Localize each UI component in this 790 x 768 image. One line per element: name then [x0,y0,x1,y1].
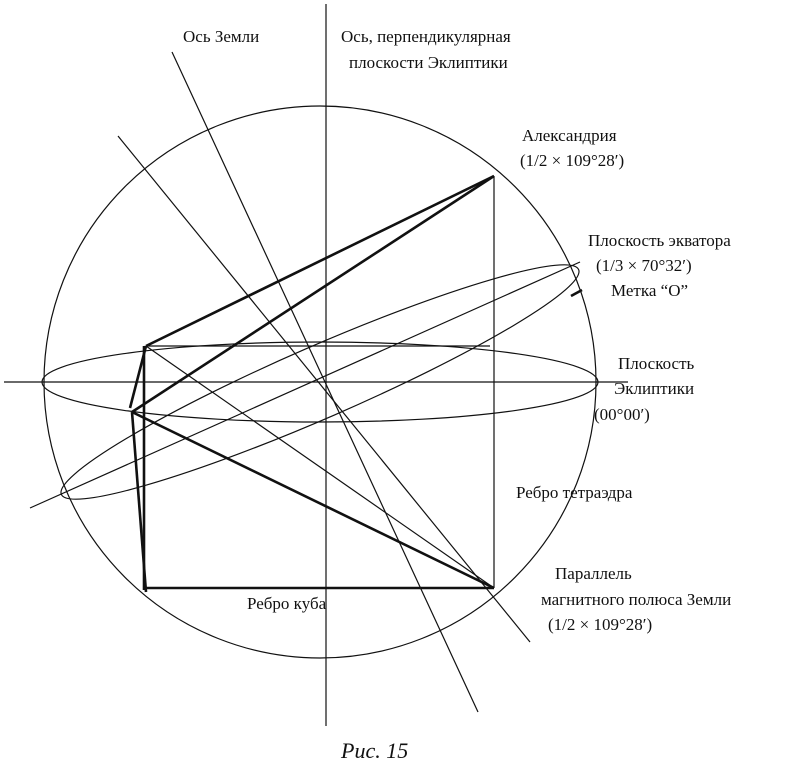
edge-left-short [130,411,148,593]
inner-line-1 [145,345,495,589]
label-ecliptic-plane-1: Плоскость [618,354,695,373]
label-equator-angle: (1/3 × 70°32′) [596,256,692,275]
equator-diameter-line [29,261,581,509]
earth-axis-line [171,51,479,713]
label-magnetic-parallel-angle: (1/2 × 109°28′) [548,615,652,634]
edge-alexandria-upper [145,174,495,348]
edge-alexandria-lower [131,174,495,414]
label-earth-axis: Ось Земли [183,27,259,46]
label-magnetic-parallel-1: Параллель [555,564,632,583]
edge-left-tick [128,345,148,409]
label-perp-axis-1: Ось, перпендикулярная [341,27,511,46]
mark-o-tick [570,288,583,298]
label-alexandria: Александрия [522,126,617,145]
label-tetrahedron-edge: Ребро тетраэдра [516,483,633,502]
label-equator-plane: Плоскость экватора [588,231,731,250]
figure-caption: Рис. 15 [340,738,408,763]
label-ecliptic-plane-2: Эклиптики [614,379,694,398]
label-alexandria-angle: (1/2 × 109°28′) [520,151,624,170]
label-magnetic-parallel-2: магнитного полюса Земли [541,590,731,609]
edge-to-magnetic-parallel [131,410,495,590]
label-cube-edge: Ребро куба [247,594,327,613]
label-mark-o: Метка “О” [611,281,688,300]
diagonal-line [117,135,531,643]
label-perp-axis-2: плоскости Эклиптики [349,53,508,72]
label-ecliptic-angle: (00°00′) [594,405,650,424]
